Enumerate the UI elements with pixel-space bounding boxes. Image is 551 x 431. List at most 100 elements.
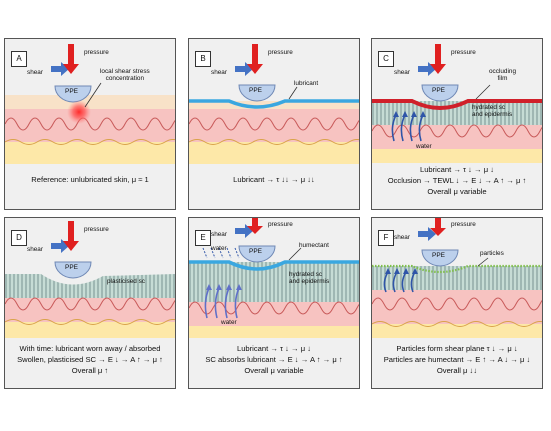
panel-id: D	[11, 230, 27, 246]
panel-f-art	[372, 218, 542, 338]
ppe-shape	[238, 84, 276, 102]
lubricant-pointer-line	[288, 86, 298, 100]
fat-boundary-line	[189, 139, 359, 145]
dermal-ridge-line	[372, 297, 542, 311]
caption-line-3: Overall μ ↑	[71, 366, 109, 375]
fat-boundary-line	[5, 139, 175, 145]
fat-layer	[5, 322, 175, 338]
pressure-arrow	[63, 44, 79, 74]
pressure-arrow	[247, 218, 263, 234]
fat-layer	[5, 142, 175, 164]
fat-layer	[189, 142, 359, 164]
pressure-label: pressure	[268, 221, 293, 228]
dermal-ridge-line	[5, 297, 175, 311]
water-arrowheads	[385, 268, 418, 274]
water-label: water	[416, 143, 432, 150]
panel-f: F pressure shear PPE particles Particles…	[371, 217, 543, 389]
ppe-shape	[421, 249, 459, 267]
shear-arrow	[418, 227, 436, 241]
panel-d: D pressure shear PPE plasticised sc With…	[4, 217, 176, 389]
panel-c: C pressure shear PPE occluding film hydr…	[371, 38, 543, 210]
ppe-label: PPE	[249, 248, 263, 255]
fat-layer	[189, 326, 359, 338]
panel-c-art	[372, 44, 542, 163]
stratum-corneum-layer	[5, 95, 175, 109]
caption-line-1: Lubricant → τ ↓↓ → μ ↓↓	[233, 175, 315, 184]
caption-line-2: Occlusion → TEWL ↓ → E ↓ → A ↑ → μ ↑	[387, 176, 527, 185]
shear-label: shear	[394, 234, 410, 241]
shear-label: shear	[27, 246, 43, 253]
humectant-pointer-line	[288, 247, 302, 261]
panel-a-art	[5, 44, 175, 164]
panel-b: B pressure shear PPE lubricant Lubricant…	[188, 38, 360, 210]
humectant-label: humectant	[299, 242, 329, 249]
fat-layer	[372, 324, 542, 338]
pressure-arrow	[247, 44, 263, 74]
particles-pointer-line	[477, 257, 489, 267]
pressure-label: pressure	[451, 49, 476, 56]
panel-id: F	[378, 230, 394, 246]
hydrated-label: hydrated sc and epidermis	[289, 271, 330, 285]
water-arrowheads-up	[206, 284, 242, 290]
particles-layer	[372, 264, 542, 274]
stress-label: local shear stress concentration	[100, 68, 150, 82]
panel-e: E pressure shear PPE humectant water hyd…	[188, 217, 360, 389]
water-top-label: water	[211, 245, 227, 252]
hydrated-sc-layer	[372, 266, 542, 290]
occluding-film	[372, 99, 542, 110]
dermal-ridge-line	[189, 117, 359, 131]
shear-label: shear	[394, 69, 410, 76]
dermal-ridge-line	[5, 117, 175, 131]
shear-label: shear	[211, 69, 227, 76]
pressure-arrow	[430, 218, 446, 236]
caption-line-1: Reference: unlubricated skin, μ ≈ 1	[31, 175, 149, 184]
panel-a: A pressure shear PPE local shear stress …	[4, 38, 176, 210]
epidermis-layer	[372, 125, 542, 149]
water-arrows-up	[204, 287, 240, 319]
caption-line-2: Particles are humectant → E ↑ → A ↓ → μ …	[383, 355, 531, 364]
ppe-shape	[238, 245, 276, 263]
stress-concentration-glow	[67, 100, 91, 124]
film-label: occluding film	[489, 68, 517, 82]
epidermis-layer	[189, 302, 359, 326]
stress-pointer-line	[84, 82, 102, 108]
caption-line-3: Overall μ variable	[427, 187, 487, 196]
caption-line-1: Lubricant → τ ↓ → μ ↓	[236, 344, 312, 353]
lubricant-label: lubricant	[294, 80, 319, 87]
water-arrows	[391, 114, 424, 142]
dermal-ridge-line	[189, 301, 359, 315]
lubricant-layer	[189, 99, 359, 109]
panel-b-art	[189, 44, 359, 164]
panel-e-art	[189, 218, 359, 338]
caption-line-1: Particles form shear plane τ ↓ → μ ↓	[396, 344, 518, 353]
panel-id: C	[378, 51, 394, 67]
fat-boundary-line	[372, 321, 542, 327]
ppe-label: PPE	[432, 87, 446, 94]
caption-line-3: Overall μ variable	[244, 366, 304, 375]
ppe-shape	[421, 84, 459, 102]
fat-layer	[372, 149, 542, 163]
panel-id: B	[195, 51, 211, 67]
hydrated-label: hydrated sc and epidermis	[472, 104, 513, 118]
water-arrowheads	[393, 111, 426, 117]
panel-id: E	[195, 230, 211, 246]
pressure-label: pressure	[84, 49, 109, 56]
fat-boundary-line	[5, 319, 175, 325]
pressure-label: pressure	[84, 226, 109, 233]
caption-line-1: Lubricant → τ ↓ → μ ↓	[419, 165, 495, 174]
humectant-layer	[189, 260, 359, 271]
caption-line-2: SC absorbs lubricant → E ↓ → A ↑ → μ ↑	[205, 355, 343, 364]
water-bottom-label: water	[221, 319, 237, 326]
plasticised-label: plasticised sc	[107, 278, 146, 285]
caption-line-3: Overall μ ↓↓	[436, 366, 478, 375]
ppe-label: PPE	[249, 87, 263, 94]
pressure-arrow	[430, 44, 446, 74]
film-pointer-line	[475, 84, 491, 100]
water-arrows-down	[202, 247, 240, 259]
ppe-shape	[54, 261, 92, 279]
caption-line-1: With time: lubricant worn away / absorbe…	[19, 344, 161, 353]
pressure-label: pressure	[451, 221, 476, 228]
pressure-label: pressure	[268, 49, 293, 56]
shear-label: shear	[211, 231, 227, 238]
particles-label: particles	[480, 250, 504, 257]
